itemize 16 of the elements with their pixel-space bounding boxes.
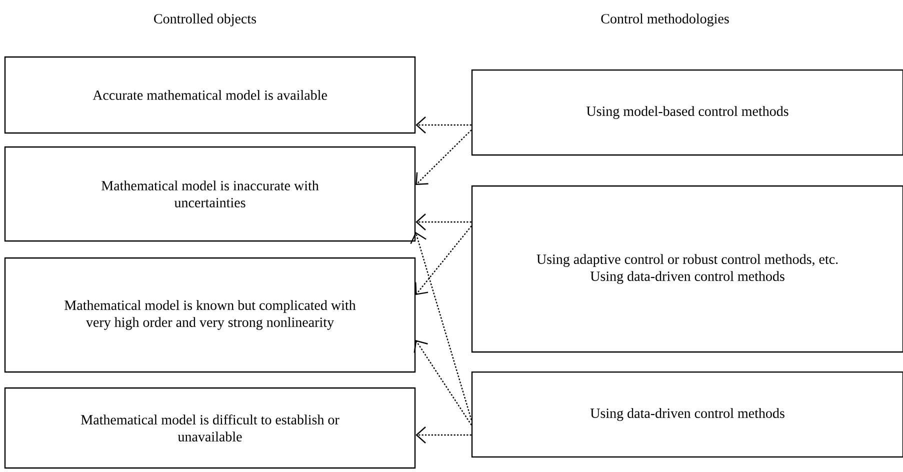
text-box: Accurate mathematical model is available <box>4 56 416 134</box>
arrow <box>416 214 472 230</box>
arrow <box>416 116 472 134</box>
arrow <box>416 130 472 185</box>
text-box: Mathematical model is inaccurate with uncertainties <box>4 146 416 242</box>
arrow <box>415 226 472 295</box>
arrow <box>410 232 472 420</box>
text-box: Using adaptive control or robust control methods, etc. Using data-driven control methods <box>471 185 903 353</box>
text-box: Mathematical model is difficult to establish or unavailable <box>4 387 416 469</box>
arrow <box>416 426 472 444</box>
arrow <box>414 340 472 426</box>
text-box: Using data-driven control methods <box>471 371 903 458</box>
text-box: Using model-based control methods <box>471 69 903 156</box>
text-box: Mathematical model is known but complicated with very high order and very strong nonlinearity <box>4 257 416 373</box>
column-heading: Control methodologies <box>601 14 729 26</box>
column-heading: Controlled objects <box>154 14 256 26</box>
